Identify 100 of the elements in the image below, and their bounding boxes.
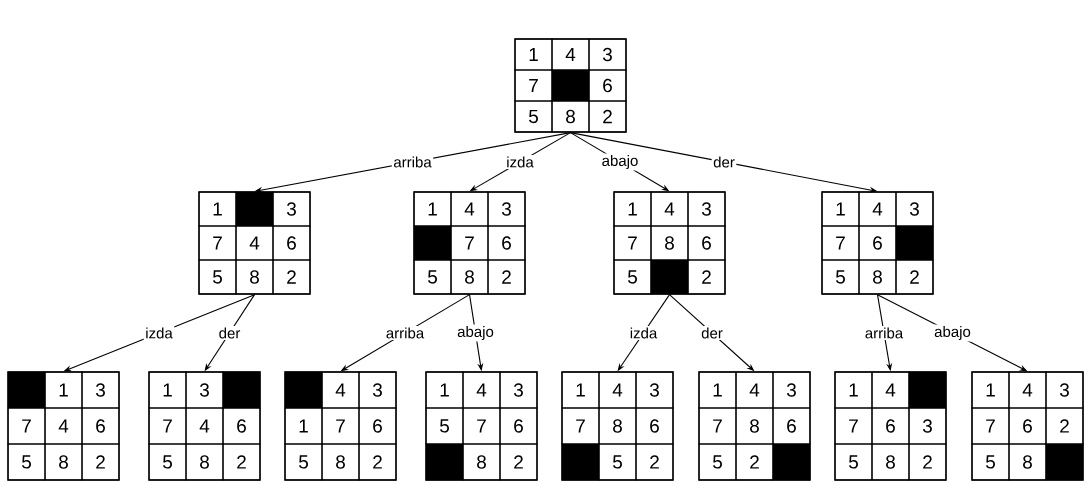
grid-cell: 2 bbox=[908, 443, 947, 481]
grid-cell: 8 bbox=[44, 443, 83, 481]
grid-cell: 8 bbox=[321, 443, 360, 481]
blank-cell bbox=[895, 225, 934, 261]
grid-cell: 6 bbox=[871, 407, 910, 445]
edge-label: abajo bbox=[455, 324, 496, 342]
grid-cell: 5 bbox=[821, 259, 860, 295]
grid-cell: 7 bbox=[698, 407, 737, 445]
edge-label: izda bbox=[504, 155, 536, 169]
grid-cell: 6 bbox=[499, 407, 538, 445]
blank-cell bbox=[235, 191, 274, 227]
edge-label: der bbox=[699, 326, 725, 340]
grid-cell: 8 bbox=[858, 259, 897, 295]
grid-cell: 7 bbox=[834, 407, 873, 445]
edge-label: abajo bbox=[932, 324, 973, 342]
grid-cell: 1 bbox=[561, 371, 600, 409]
grid-cell: 3 bbox=[272, 191, 311, 227]
grid-cell: 2 bbox=[895, 259, 934, 295]
grid-cell: 1 bbox=[971, 371, 1010, 409]
grid-cell: 3 bbox=[635, 371, 674, 409]
grid-cell: 7 bbox=[821, 225, 860, 261]
grid-cell: 7 bbox=[462, 407, 501, 445]
grid-cell: 4 bbox=[44, 407, 83, 445]
grid-cell: 6 bbox=[222, 407, 261, 445]
edge-label: arriba bbox=[863, 326, 905, 340]
grid-cell: 8 bbox=[871, 443, 910, 481]
grid-cell: 7 bbox=[198, 225, 237, 261]
blank-cell bbox=[222, 371, 261, 409]
grid-cell: 7 bbox=[613, 225, 652, 261]
grid-cell: 3 bbox=[588, 38, 627, 71]
grid-cell: 2 bbox=[487, 259, 526, 295]
edge-label: izda bbox=[628, 326, 659, 340]
grid-cell: 1 bbox=[44, 371, 83, 409]
blank-cell bbox=[7, 371, 46, 409]
grid-cell: 2 bbox=[358, 443, 397, 481]
grid-cell: 1 bbox=[284, 407, 323, 445]
grid-cell: 2 bbox=[588, 100, 627, 133]
grid-cell: 8 bbox=[551, 100, 590, 133]
grid-cell: 5 bbox=[198, 259, 237, 295]
grid-cell: 7 bbox=[321, 407, 360, 445]
grid-cell: 8 bbox=[598, 407, 637, 445]
blank-cell bbox=[284, 371, 323, 409]
grid-cell: 5 bbox=[971, 443, 1010, 481]
grid-cell: 6 bbox=[588, 69, 627, 102]
blank-cell bbox=[772, 443, 811, 481]
grid-cell: 3 bbox=[499, 371, 538, 409]
grid-cell: 1 bbox=[613, 191, 652, 227]
grid-cell: 3 bbox=[908, 407, 947, 445]
grid-cell: 3 bbox=[358, 371, 397, 409]
grid-cell: 7 bbox=[7, 407, 46, 445]
grid-cell: 4 bbox=[185, 407, 224, 445]
grid-cell: 5 bbox=[834, 443, 873, 481]
blank-cell bbox=[425, 443, 464, 481]
edge-label: arriba bbox=[391, 155, 434, 169]
grid-cell: 8 bbox=[450, 259, 489, 295]
edge-label: izda bbox=[143, 326, 175, 340]
grid-cell: 4 bbox=[450, 191, 489, 227]
blank-cell bbox=[908, 371, 947, 409]
grid-cell: 4 bbox=[1008, 371, 1047, 409]
grid-cell: 8 bbox=[235, 259, 274, 295]
grid-cell: 3 bbox=[1045, 371, 1084, 409]
grid-cell: 4 bbox=[321, 371, 360, 409]
edge-label: der bbox=[217, 326, 242, 340]
grid-cell: 2 bbox=[687, 259, 726, 295]
grid-cell: 6 bbox=[635, 407, 674, 445]
grid-cell: 5 bbox=[598, 443, 637, 481]
grid-cell: 8 bbox=[185, 443, 224, 481]
grid-cell: 3 bbox=[772, 371, 811, 409]
edge-label: der bbox=[711, 155, 737, 169]
grid-cell: 1 bbox=[834, 371, 873, 409]
grid-cell: 4 bbox=[462, 371, 501, 409]
grid-cell: 5 bbox=[514, 100, 553, 133]
blank-cell bbox=[1045, 443, 1084, 481]
grid-cell: 8 bbox=[462, 443, 501, 481]
grid-cell: 7 bbox=[971, 407, 1010, 445]
grid-cell: 1 bbox=[821, 191, 860, 227]
grid-cell: 2 bbox=[272, 259, 311, 295]
grid-cell: 6 bbox=[272, 225, 311, 261]
blank-cell bbox=[561, 443, 600, 481]
grid-cell: 6 bbox=[487, 225, 526, 261]
edge-label: arriba bbox=[384, 326, 426, 340]
grid-cell: 6 bbox=[81, 407, 120, 445]
blank-cell bbox=[650, 259, 689, 295]
grid-cell: 4 bbox=[858, 191, 897, 227]
grid-cell: 8 bbox=[735, 407, 774, 445]
grid-cell: 1 bbox=[514, 38, 553, 71]
grid-cell: 4 bbox=[598, 371, 637, 409]
grid-cell: 2 bbox=[222, 443, 261, 481]
grid-cell: 4 bbox=[650, 191, 689, 227]
grid-cell: 3 bbox=[487, 191, 526, 227]
grid-cell: 7 bbox=[450, 225, 489, 261]
grid-cell: 5 bbox=[284, 443, 323, 481]
grid-cell: 5 bbox=[698, 443, 737, 481]
blank-cell bbox=[413, 225, 452, 261]
grid-cell: 5 bbox=[148, 443, 187, 481]
grid-cell: 3 bbox=[81, 371, 120, 409]
grid-cell: 1 bbox=[148, 371, 187, 409]
grid-cell: 7 bbox=[148, 407, 187, 445]
grid-cell: 1 bbox=[698, 371, 737, 409]
grid-cell: 1 bbox=[425, 371, 464, 409]
